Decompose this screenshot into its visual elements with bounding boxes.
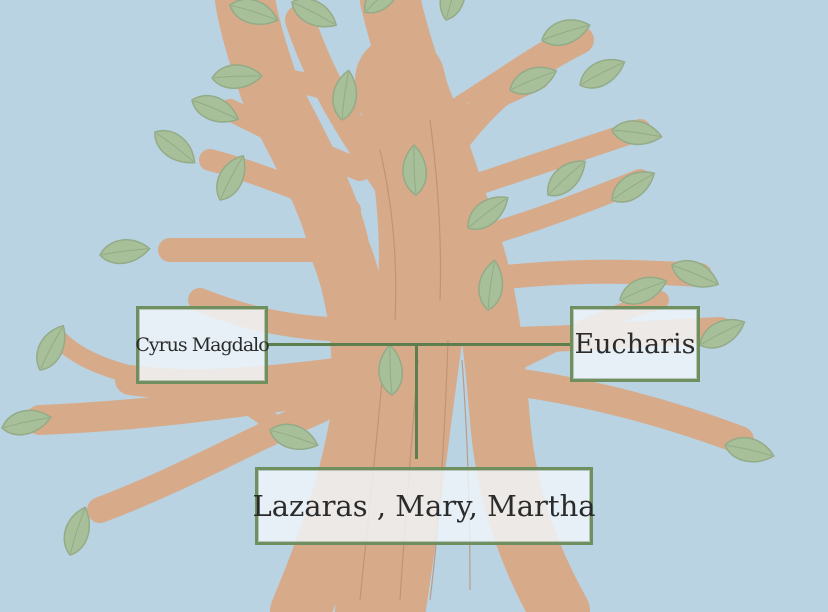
mother-name: Eucharis (574, 328, 696, 360)
children-names: Lazaras , Mary, Martha (252, 489, 596, 523)
mother-name-box: Eucharis (570, 306, 700, 382)
children-connector-line (415, 344, 418, 459)
children-name-box: Lazaras , Mary, Martha (252, 467, 596, 545)
father-name: Cyrus Magdalo (135, 334, 269, 356)
father-name-box: Cyrus Magdalo (135, 306, 270, 384)
parents-connector-line (268, 343, 570, 346)
